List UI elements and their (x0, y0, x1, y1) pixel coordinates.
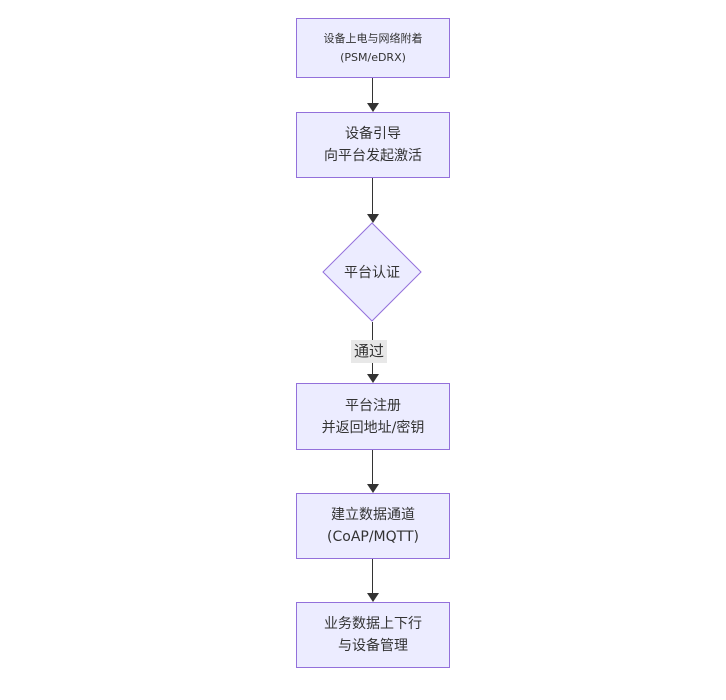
node-data-channel-line2: (CoAP/MQTT) (327, 529, 419, 545)
edge-boot-to-auth (372, 178, 373, 214)
edge-power-to-boot (372, 78, 373, 104)
node-platform-register: 平台注册 并返回地址/密钥 (296, 383, 450, 450)
decision-platform-auth-label: 平台认证 (344, 265, 400, 281)
arrowhead-icon (367, 484, 379, 493)
decision-platform-auth: 平台认证 (322, 222, 422, 322)
edge-label-pass: 通过 (350, 340, 388, 363)
node-business-data-line2: 与设备管理 (338, 638, 408, 654)
node-power-attach: 设备上电与网络附着 (PSM/eDRX) (296, 18, 450, 78)
diamond-shape-icon (322, 222, 422, 322)
arrowhead-icon (367, 103, 379, 112)
node-business-data: 业务数据上下行 与设备管理 (296, 602, 450, 668)
arrowhead-icon (367, 593, 379, 602)
node-power-attach-line1: 设备上电与网络附着 (323, 32, 423, 45)
node-data-channel: 建立数据通道 (CoAP/MQTT) (296, 493, 450, 559)
node-platform-register-line1: 平台注册 (345, 397, 401, 414)
node-power-attach-line2: (PSM/eDRX) (340, 51, 406, 64)
node-platform-register-line2: 并返回地址/密钥 (321, 419, 425, 436)
node-bootstrap-line1: 设备引导 (345, 126, 401, 142)
node-bootstrap: 设备引导 向平台发起激活 (296, 112, 450, 178)
node-bootstrap-line2: 向平台发起激活 (324, 148, 422, 164)
node-business-data-line1: 业务数据上下行 (324, 616, 422, 632)
edge-channel-to-business (372, 559, 373, 593)
node-data-channel-line1: 建立数据通道 (331, 507, 415, 523)
edge-register-to-channel (372, 450, 373, 484)
arrowhead-icon (367, 374, 379, 383)
arrowhead-icon (367, 214, 379, 223)
